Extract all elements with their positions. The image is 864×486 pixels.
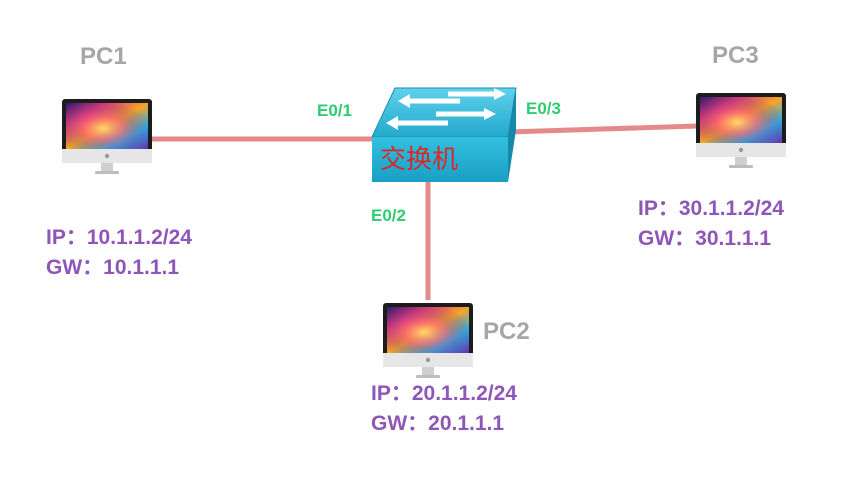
pc3-gw-label: GW：: [638, 227, 696, 250]
pc3-gw-row: GW：30.1.1.1: [638, 224, 784, 254]
pc2-gw-row: GW：20.1.1.1: [371, 409, 517, 439]
port-label-e0-3: E0/3: [526, 99, 561, 118]
pc2-gw-value: 20.1.1.1: [428, 412, 505, 435]
switch-label: 交换机: [380, 145, 458, 175]
pc2-imac-icon: [383, 303, 473, 378]
pc1-ip-row: IP：10.1.1.2/24: [46, 223, 192, 253]
pc3-name: PC3: [712, 42, 759, 69]
pc2-ip-value: 20.1.1.2/24: [411, 382, 517, 405]
pc3-address-block: IP：30.1.1.2/24 GW：30.1.1.1: [638, 194, 784, 254]
pc2-address-block: IP：20.1.1.2/24 GW：20.1.1.1: [371, 379, 517, 439]
pc3-ip-row: IP：30.1.1.2/24: [638, 194, 784, 224]
pc2-gw-label: GW：: [371, 412, 429, 435]
pc1-gw-row: GW：10.1.1.1: [46, 253, 192, 283]
port-label-e0-1: E0/1: [317, 101, 352, 120]
pc3-ip-label: IP：: [638, 197, 679, 220]
pc3-gw-value: 30.1.1.1: [695, 227, 772, 250]
pc1-gw-value: 10.1.1.1: [103, 256, 180, 279]
pc2-ip-label: IP：: [371, 382, 412, 405]
pc2-name: PC2: [483, 318, 530, 345]
pc1-name: PC1: [80, 43, 127, 70]
pc1-imac-icon: [62, 99, 152, 174]
pc1-gw-label: GW：: [46, 256, 104, 279]
pc2-ip-row: IP：20.1.1.2/24: [371, 379, 517, 409]
network-switch-icon: 交换机: [371, 87, 517, 182]
pc3-ip-value: 30.1.1.2/24: [678, 197, 784, 220]
pc1-ip-value: 10.1.1.2/24: [86, 226, 192, 249]
pc3-imac-icon: [696, 93, 786, 168]
port-label-e0-2: E0/2: [371, 206, 406, 225]
pc1-ip-label: IP：: [46, 226, 87, 249]
link-switch-pc3: [507, 123, 698, 135]
pc1-address-block: IP：10.1.1.2/24 GW：10.1.1.1: [46, 223, 192, 283]
